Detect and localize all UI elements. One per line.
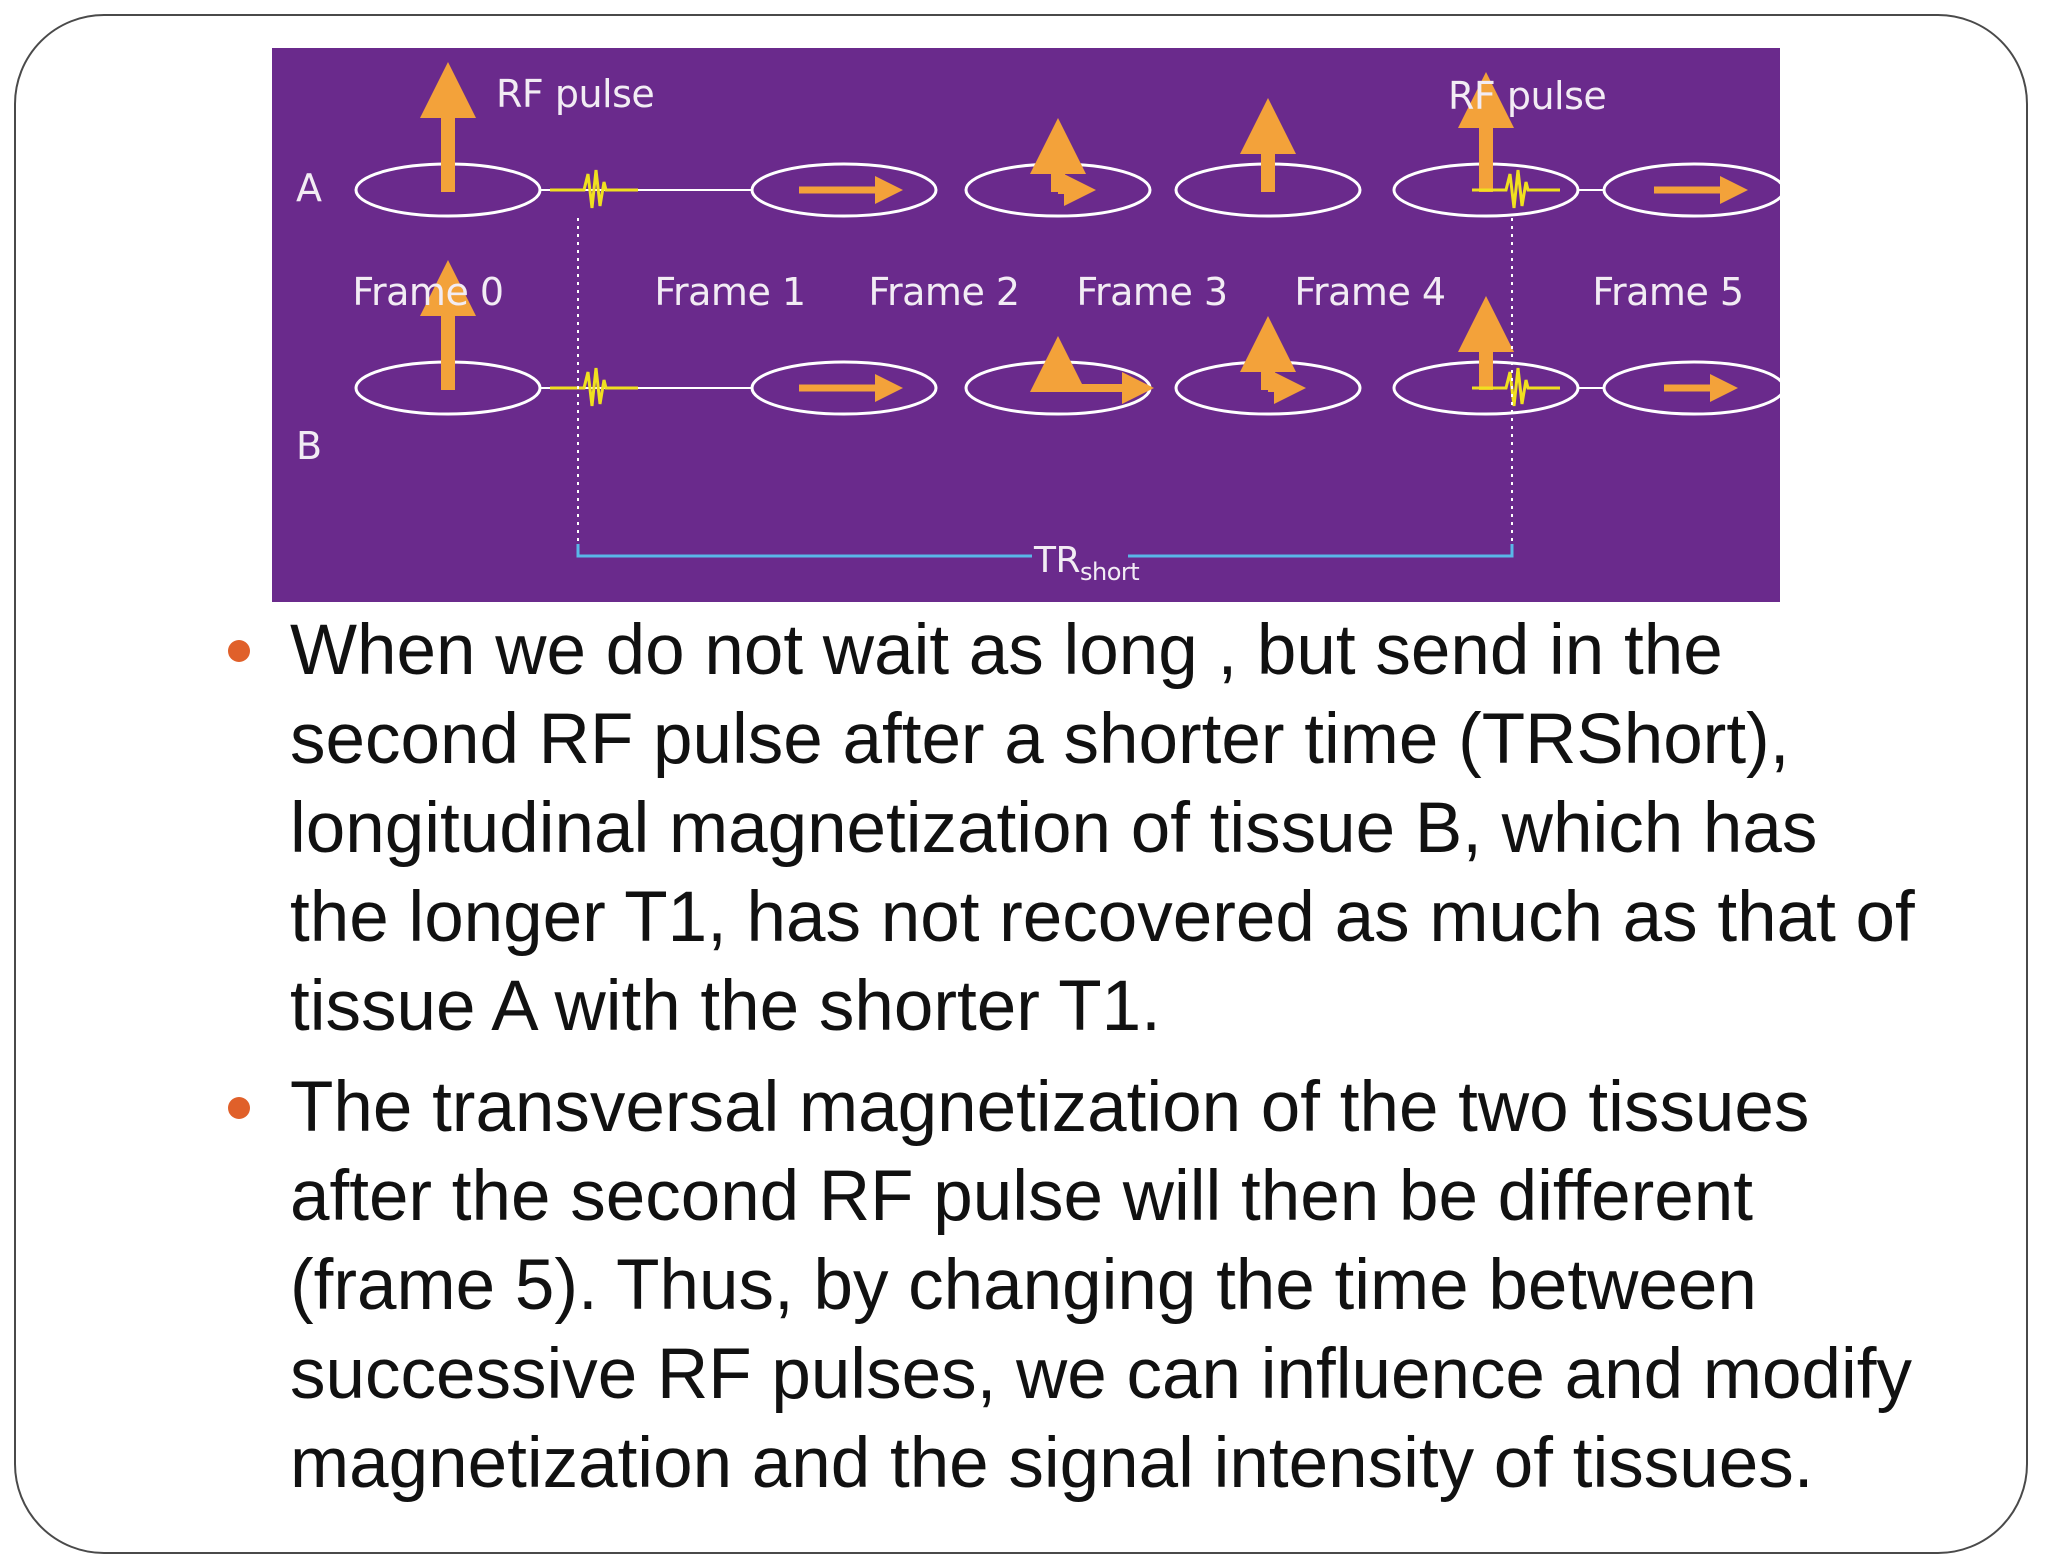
t1-recovery-diagram: RF pulse RF pulse A B Frame 0 Frame 1 Fr… (272, 48, 1780, 602)
bullet-text: When we do not wait as long , but send i… (290, 611, 1915, 1046)
frame-label-0: Frame 0 (352, 270, 504, 314)
tr-short-label: TRshort (1034, 540, 1140, 587)
bullet-text: The transversal magnetization of the two… (290, 1068, 1912, 1503)
frame-label-3: Frame 3 (1076, 270, 1228, 314)
row-b-label: B (296, 424, 322, 468)
bullet-dot (228, 1097, 250, 1119)
bullet-list: When we do not wait as long , but send i… (228, 606, 1928, 1520)
row-a-label: A (296, 166, 322, 210)
frame-label-2: Frame 2 (868, 270, 1020, 314)
rf-pulse-waveform (1472, 169, 1560, 209)
bullet-item: When we do not wait as long , but send i… (228, 606, 1928, 1051)
rf-pulse-waveform (550, 367, 638, 407)
bullet-dot (228, 640, 250, 662)
frame-label-1: Frame 1 (654, 270, 806, 314)
rf-pulse-label-left: RF pulse (496, 72, 655, 116)
tr-subscript: short (1080, 558, 1140, 587)
rf-pulse-waveform (550, 169, 638, 209)
rf-pulse-label-right: RF pulse (1448, 74, 1607, 118)
frame-label-5: Frame 5 (1592, 270, 1744, 314)
tr-label: TR (1034, 540, 1081, 581)
diagram-graphics (354, 62, 1780, 558)
bullet-item: The transversal magnetization of the two… (228, 1063, 1928, 1508)
rf-pulse-waveform (1472, 367, 1560, 407)
tr-bracket (576, 544, 1514, 558)
frame-label-4: Frame 4 (1294, 270, 1446, 314)
